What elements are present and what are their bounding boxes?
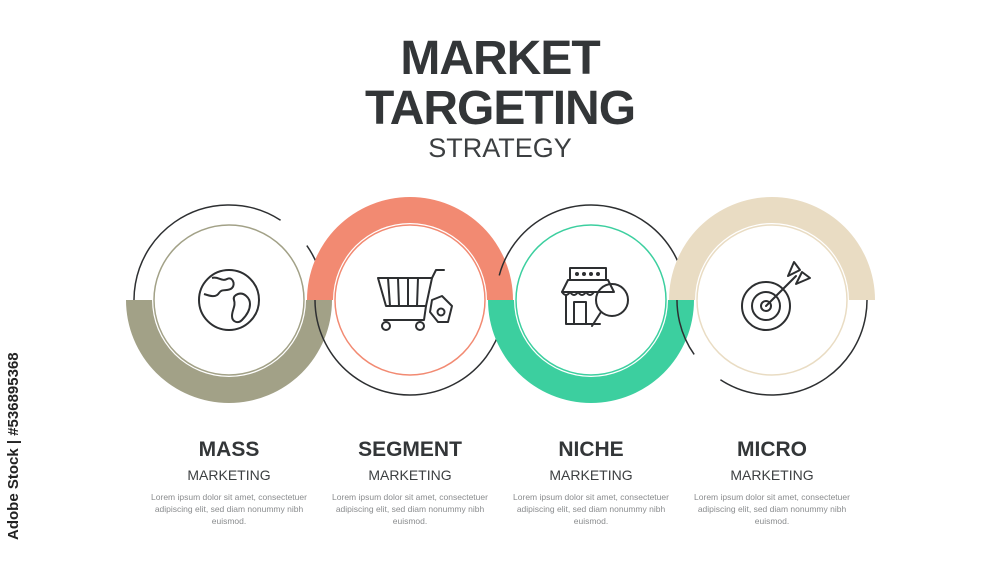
step-2-text: SEGMENT MARKETING Lorem ipsum dolor sit … bbox=[310, 438, 510, 527]
step-4-text: MICRO MARKETING Lorem ipsum dolor sit am… bbox=[672, 438, 872, 527]
step-1-ring bbox=[126, 204, 332, 403]
step-3-ring bbox=[488, 204, 694, 403]
step-4-description: Lorem ipsum dolor sit amet, consectetuer… bbox=[694, 492, 850, 526]
step-1-subtitle: MARKETING bbox=[187, 467, 271, 483]
step-1-description: Lorem ipsum dolor sit amet, consectetuer… bbox=[151, 492, 307, 526]
step-4-ring bbox=[669, 197, 875, 396]
title-line-2: TARGETING bbox=[364, 82, 636, 135]
step-4-arc bbox=[669, 197, 875, 300]
step-2-subtitle: MARKETING bbox=[368, 467, 452, 483]
step-3-title: NICHE bbox=[558, 438, 624, 461]
title-line-1: MARKET bbox=[400, 32, 600, 85]
step-2-title: SEGMENT bbox=[358, 438, 462, 461]
step-2-arc bbox=[307, 197, 513, 300]
step-4-subtitle: MARKETING bbox=[730, 467, 814, 483]
title-line-3: STRATEGY bbox=[428, 133, 572, 163]
step-3-subtitle: MARKETING bbox=[549, 467, 633, 483]
step-3-description: Lorem ipsum dolor sit amet, consectetuer… bbox=[513, 492, 669, 526]
stock-watermark-text: Adobe Stock | #536895368 bbox=[5, 352, 22, 540]
step-1-arc bbox=[126, 300, 332, 403]
step-2-description: Lorem ipsum dolor sit amet, consectetuer… bbox=[332, 492, 488, 526]
globe-icon bbox=[198, 269, 260, 331]
step-2-ring bbox=[307, 197, 513, 396]
store-search-icon bbox=[561, 267, 629, 327]
step-1-text: MASS MARKETING Lorem ipsum dolor sit ame… bbox=[129, 438, 329, 527]
shopping-cart-icon bbox=[377, 269, 453, 331]
step-1-title: MASS bbox=[198, 438, 260, 461]
step-4-title: MICRO bbox=[737, 438, 807, 461]
step-3-text: NICHE MARKETING Lorem ipsum dolor sit am… bbox=[491, 438, 691, 527]
target-arrow-icon bbox=[741, 261, 811, 331]
step-3-arc bbox=[488, 300, 694, 403]
